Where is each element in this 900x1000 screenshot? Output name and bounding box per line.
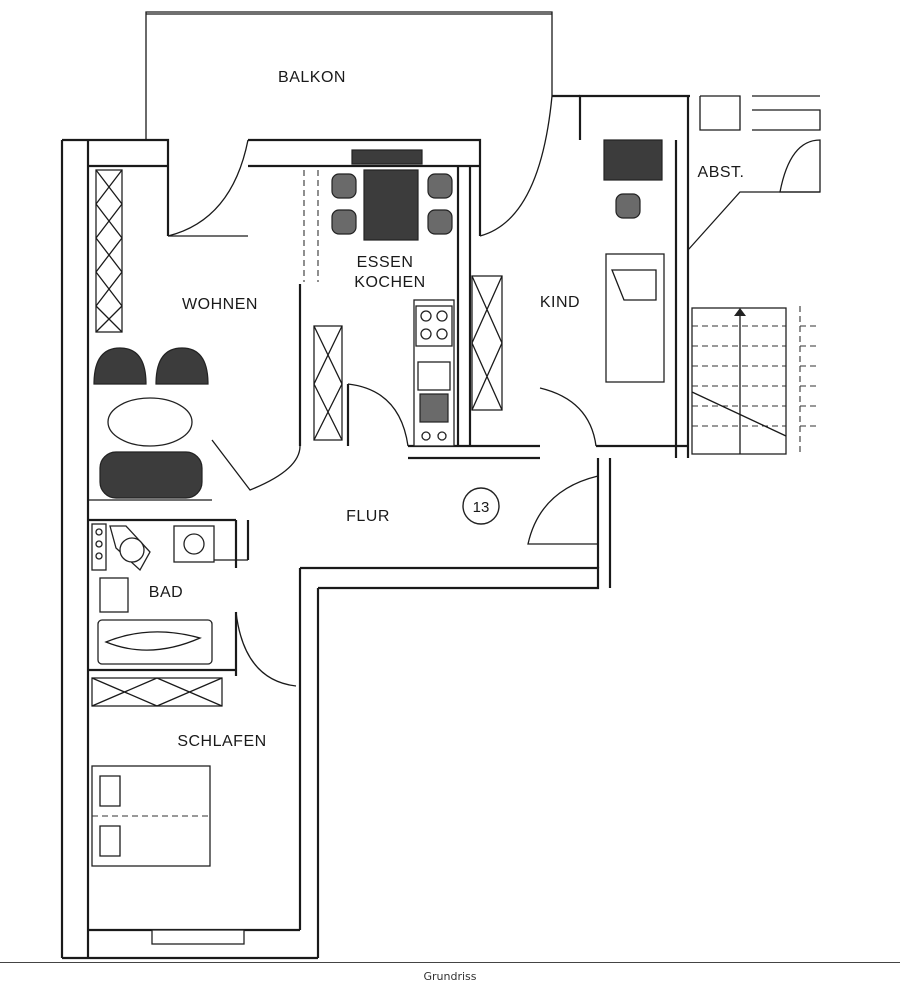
- kitchen-counter: [413, 299, 455, 447]
- balcony: [145, 11, 553, 140]
- apartment-number: 13: [473, 499, 490, 516]
- interior-walls: [88, 96, 690, 676]
- armchair-right: [155, 347, 209, 385]
- room-label-kochen: KOCHEN: [354, 274, 425, 291]
- door-abst: [779, 139, 821, 193]
- dining-table: [363, 169, 419, 241]
- bed-kind: [605, 253, 665, 383]
- window-bottom: [151, 929, 245, 945]
- dining-set: [331, 149, 453, 241]
- wardrobe-schlafen: [91, 677, 223, 707]
- bathtub: [97, 619, 213, 665]
- room-label-essen: ESSEN: [357, 254, 414, 271]
- image-caption: Grundriss: [423, 970, 477, 983]
- sofa: [99, 451, 203, 499]
- washing-machine: [99, 577, 129, 613]
- chair-kind: [615, 193, 641, 219]
- room-label-kind: KIND: [540, 294, 580, 311]
- room-label-wohnen: WOHNEN: [182, 296, 258, 313]
- room-label-flur: FLUR: [346, 508, 390, 525]
- floor-plan-drawing: BALKON WOHNEN ESSEN KOCHEN KIND ABST. FL…: [60, 11, 821, 960]
- door-kitchen: [347, 383, 409, 447]
- stair-arrow-icon: [734, 308, 746, 316]
- door-balcony-kind: [479, 95, 553, 237]
- door-entry: [527, 475, 599, 545]
- exterior-walls: [60, 94, 690, 960]
- doors: [167, 95, 599, 687]
- desk-kind: [603, 139, 663, 181]
- room-label-abst: ABST.: [698, 164, 745, 181]
- floor-plan: BALKON WOHNEN ESSEN KOCHEN KIND ABST. FL…: [60, 11, 821, 960]
- wardrobe-kind: [471, 275, 503, 411]
- room-label-schlafen: SCHLAFEN: [177, 733, 266, 750]
- door-kind: [539, 387, 597, 447]
- bad-fixtures: [91, 523, 215, 665]
- caption-divider: [0, 962, 900, 963]
- wardrobe-wohnen: [95, 169, 123, 333]
- apartment-number-badge: 13: [462, 487, 500, 525]
- coffee-table: [107, 397, 193, 447]
- door-flur-wohnen: [211, 439, 301, 491]
- cabinet-kitchen-left: [313, 325, 343, 441]
- armchair-left: [93, 347, 147, 385]
- room-label-balkon: BALKON: [278, 69, 346, 86]
- door-bad: [235, 611, 297, 687]
- room-label-bad: BAD: [149, 584, 183, 601]
- sink: [417, 361, 451, 391]
- door-balcony-wohnen: [167, 139, 249, 237]
- stairwell: [691, 306, 820, 455]
- stove: [415, 305, 453, 347]
- bed-schlafen: [91, 765, 211, 867]
